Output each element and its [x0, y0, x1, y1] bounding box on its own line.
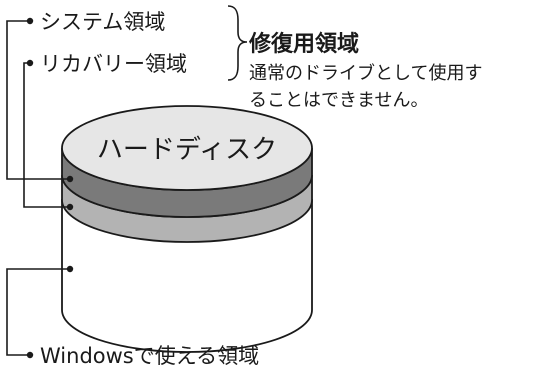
disk-name-label: ハードディスク	[97, 135, 277, 165]
windows-area-label: Windowsで使える領域	[40, 344, 259, 368]
recovery-area-label: リカバリー領域	[40, 52, 187, 76]
windows-area-segment	[61, 199, 313, 353]
hard-disk-cylinder: ハードディスク	[61, 105, 313, 353]
windows-area-connector	[6, 265, 74, 359]
recovery-band-dot	[66, 203, 74, 211]
system-area-connector	[6, 17, 74, 183]
system-area-label: システム領域	[40, 10, 165, 34]
repair-area-brace	[227, 5, 248, 81]
windows-body-dot	[66, 265, 74, 273]
repair-area-note-line1: 通常のドライブとして使用す	[249, 62, 482, 84]
recovery-area-dot	[26, 59, 34, 67]
recovery-area-connector	[23, 59, 74, 211]
repair-area-title: 修復用領域	[248, 31, 359, 57]
repair-area-note-line2: ることはできません。	[249, 90, 428, 111]
system-band-dot	[66, 175, 74, 183]
windows-area-dot	[26, 351, 34, 359]
system-area-dot	[26, 17, 34, 25]
disk-top-surface	[61, 105, 313, 191]
